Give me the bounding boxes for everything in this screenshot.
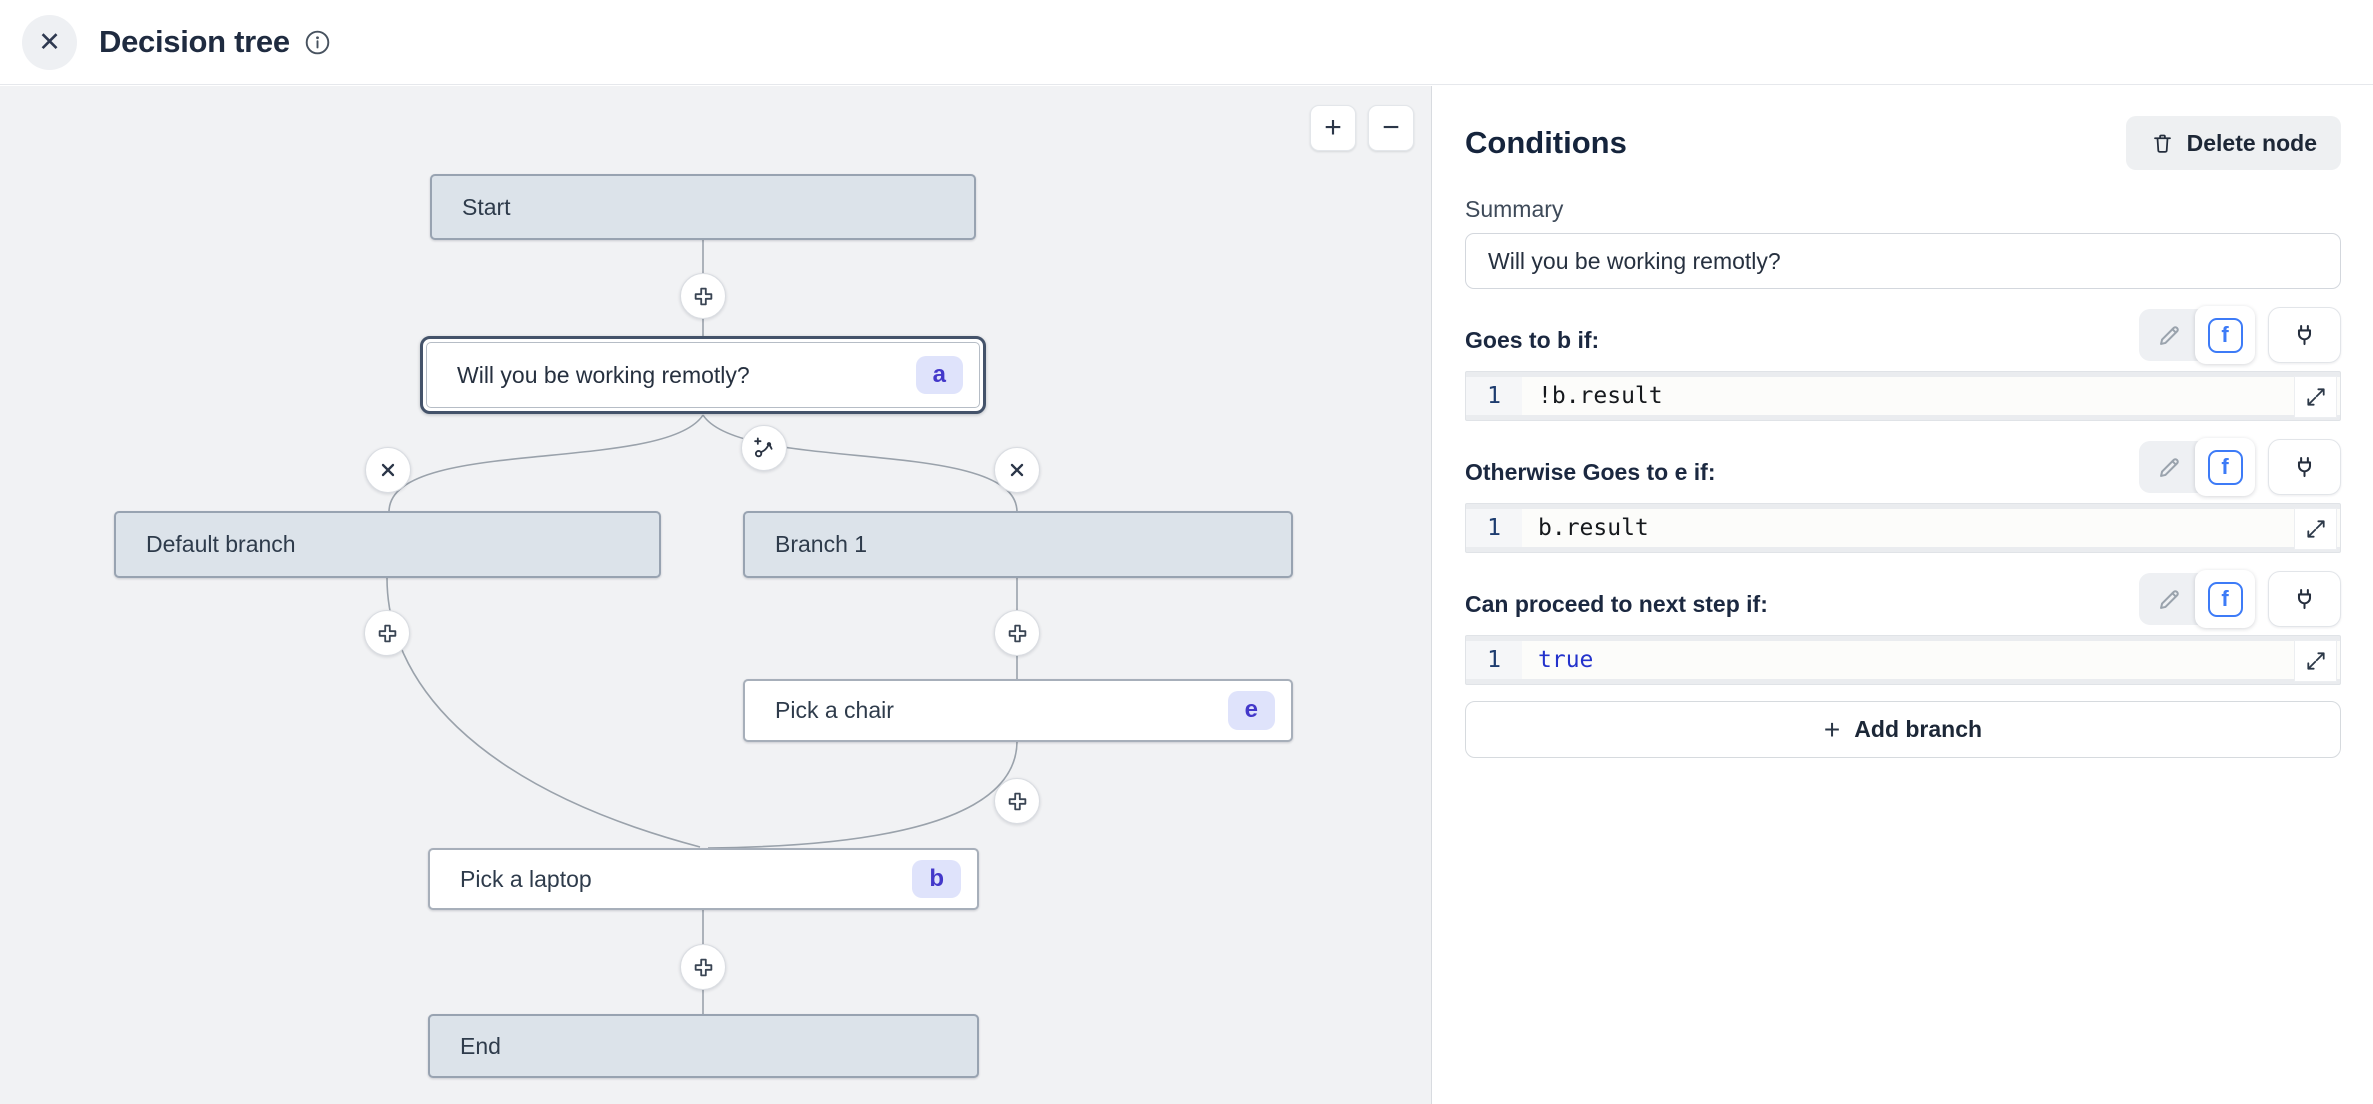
node-label: Branch 1 [775, 531, 868, 557]
add-node-button[interactable] [994, 610, 1040, 656]
expand-icon [2306, 388, 2325, 406]
conditions-panel: Conditions Delete node Summary Goes to b… [1433, 86, 2373, 1104]
add-node-button[interactable] [680, 944, 726, 990]
node-question-selected[interactable]: Will you be working remotly? a [420, 336, 986, 414]
panel-title: Conditions [1465, 125, 1627, 160]
line-number: 1 [1466, 641, 1522, 679]
code-text: !b.result [1538, 383, 1663, 409]
expand-icon [2306, 520, 2325, 538]
node-branch-1[interactable]: Branch 1 [743, 511, 1293, 578]
condition-label: Goes to b if: [1465, 327, 1600, 353]
add-node-button[interactable] [680, 273, 726, 319]
zoom-in-button[interactable]: + [1310, 105, 1356, 151]
code-editor-can-proceed[interactable]: 1 true [1465, 635, 2341, 685]
node-label: Default branch [146, 531, 296, 557]
close-button[interactable]: ✕ [22, 14, 77, 70]
code-editor-goes-to-b[interactable]: 1 !b.result [1465, 371, 2341, 421]
editor-mode-toggle: f [2139, 306, 2255, 364]
connect-data-button[interactable] [2268, 439, 2341, 495]
close-icon [1010, 463, 1024, 477]
editor-mode-toggle: f [2139, 570, 2255, 628]
add-branch-button[interactable]: + Add branch [1465, 701, 2341, 758]
code-editor-goes-to-e[interactable]: 1 b.result [1465, 503, 2341, 553]
fx-icon: f [2207, 449, 2243, 485]
trash-icon [2153, 134, 2171, 153]
add-node-button[interactable] [364, 610, 410, 656]
delete-node-label: Delete node [2186, 129, 2317, 156]
node-start[interactable]: Start [430, 174, 976, 240]
node-pick-chair[interactable]: Pick a chair e [743, 679, 1293, 742]
summary-input[interactable] [1465, 233, 2341, 289]
info-icon[interactable] [304, 29, 331, 56]
plus-icon [694, 958, 712, 976]
app-header: ✕ Decision tree [0, 0, 2373, 85]
node-default-branch[interactable]: Default branch [114, 511, 661, 578]
manual-mode-button[interactable] [2143, 309, 2195, 361]
code-text: true [1538, 647, 1594, 673]
plus-icon: + [1823, 713, 1841, 745]
plug-icon [2297, 324, 2312, 345]
pencil-icon [2159, 325, 2179, 345]
summary-label: Summary [1465, 196, 1564, 222]
code-text: b.result [1538, 515, 1649, 541]
plus-icon [1008, 792, 1026, 810]
line-number: 1 [1466, 377, 1522, 415]
plug-icon [2297, 588, 2312, 609]
fx-icon: f [2207, 317, 2243, 353]
node-badge: e [1227, 691, 1275, 730]
plus-icon [1008, 624, 1026, 642]
node-badge: a [915, 355, 963, 395]
expression-mode-button[interactable]: f [2195, 570, 2255, 628]
expression-mode-button[interactable]: f [2195, 438, 2255, 496]
node-label: End [460, 1032, 501, 1059]
expression-mode-button[interactable]: f [2195, 306, 2255, 364]
node-pick-laptop[interactable]: Pick a laptop b [428, 848, 979, 910]
fx-icon: f [2207, 581, 2243, 617]
pencil-icon [2159, 457, 2179, 477]
manual-mode-button[interactable] [2143, 441, 2195, 493]
plus-icon [694, 287, 712, 305]
node-end[interactable]: End [428, 1014, 979, 1078]
branch-plus-icon [754, 437, 773, 458]
connect-data-button[interactable] [2268, 307, 2341, 363]
close-icon: ✕ [38, 26, 61, 57]
expand-icon [2306, 652, 2325, 670]
expand-editor-button[interactable] [2294, 508, 2337, 550]
plus-icon [378, 624, 396, 642]
add-branch-label: Add branch [1854, 716, 1983, 742]
add-node-button[interactable] [994, 778, 1040, 824]
condition-label: Can proceed to next step if: [1465, 591, 1768, 617]
node-label: Start [462, 193, 511, 220]
node-label: Pick a chair [775, 697, 894, 723]
node-badge: b [912, 859, 961, 899]
manual-mode-button[interactable] [2143, 573, 2195, 625]
node-label: Will you be working remotly? [457, 361, 750, 388]
remove-default-branch-button[interactable] [365, 447, 411, 493]
pencil-icon [2159, 589, 2179, 609]
node-label: Pick a laptop [460, 865, 592, 892]
add-branch-connector-button[interactable] [741, 425, 787, 471]
expand-editor-button[interactable] [2294, 376, 2337, 418]
expand-editor-button[interactable] [2294, 640, 2337, 682]
flow-canvas[interactable]: Start Will you be working remotly? a Def… [0, 86, 1432, 1104]
editor-mode-toggle: f [2139, 438, 2255, 496]
condition-label: Otherwise Goes to e if: [1465, 459, 1716, 485]
delete-node-button[interactable]: Delete node [2125, 116, 2341, 170]
plug-icon [2297, 456, 2312, 477]
close-icon [381, 463, 395, 477]
line-number: 1 [1466, 509, 1522, 547]
page-title: Decision tree [99, 24, 290, 59]
connect-data-button[interactable] [2268, 571, 2341, 627]
remove-branch-1-button[interactable] [994, 447, 1040, 493]
zoom-out-button[interactable]: − [1368, 105, 1414, 151]
